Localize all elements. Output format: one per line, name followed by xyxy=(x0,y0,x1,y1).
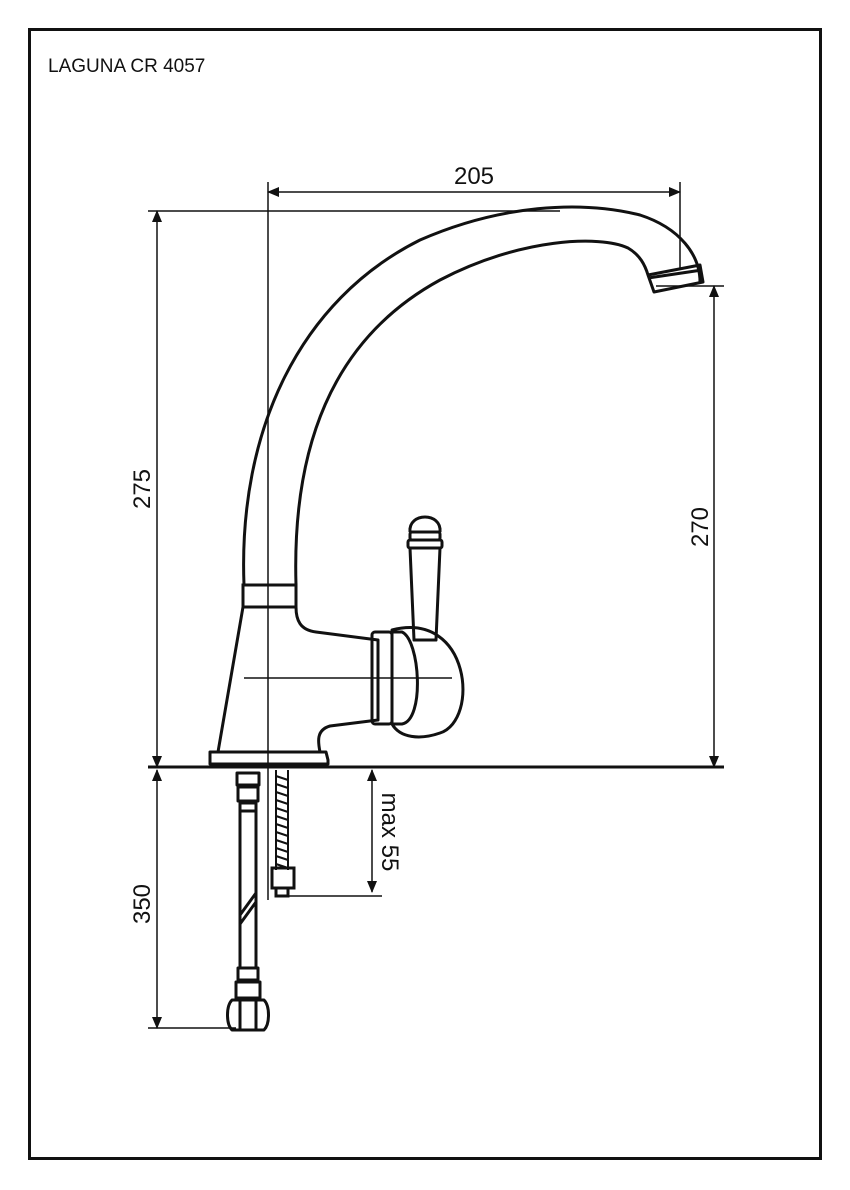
dimension-hose-length xyxy=(148,769,236,1029)
mounting-rod xyxy=(270,770,296,898)
dimension-outlet-height xyxy=(656,285,724,768)
drawing-frame xyxy=(28,28,822,1160)
label-spout-reach: 205 xyxy=(454,163,494,190)
supply-hose xyxy=(226,771,270,1032)
faucet-spout xyxy=(242,205,705,586)
spout-collar xyxy=(241,583,298,609)
label-hose-length: 350 xyxy=(129,884,156,924)
dimension-mount-depth xyxy=(288,769,382,897)
model-title: LAGUNA CR 4057 xyxy=(48,56,206,77)
label-total-height: 275 xyxy=(129,469,156,509)
lever-housing xyxy=(370,626,465,739)
dimension-spout-reach xyxy=(267,182,681,270)
lever-handle xyxy=(406,515,444,642)
label-outlet-height: 270 xyxy=(687,507,714,547)
dimension-total-height xyxy=(148,210,560,768)
faucet-body xyxy=(208,606,380,766)
label-mount-depth: max 55 xyxy=(376,793,403,872)
